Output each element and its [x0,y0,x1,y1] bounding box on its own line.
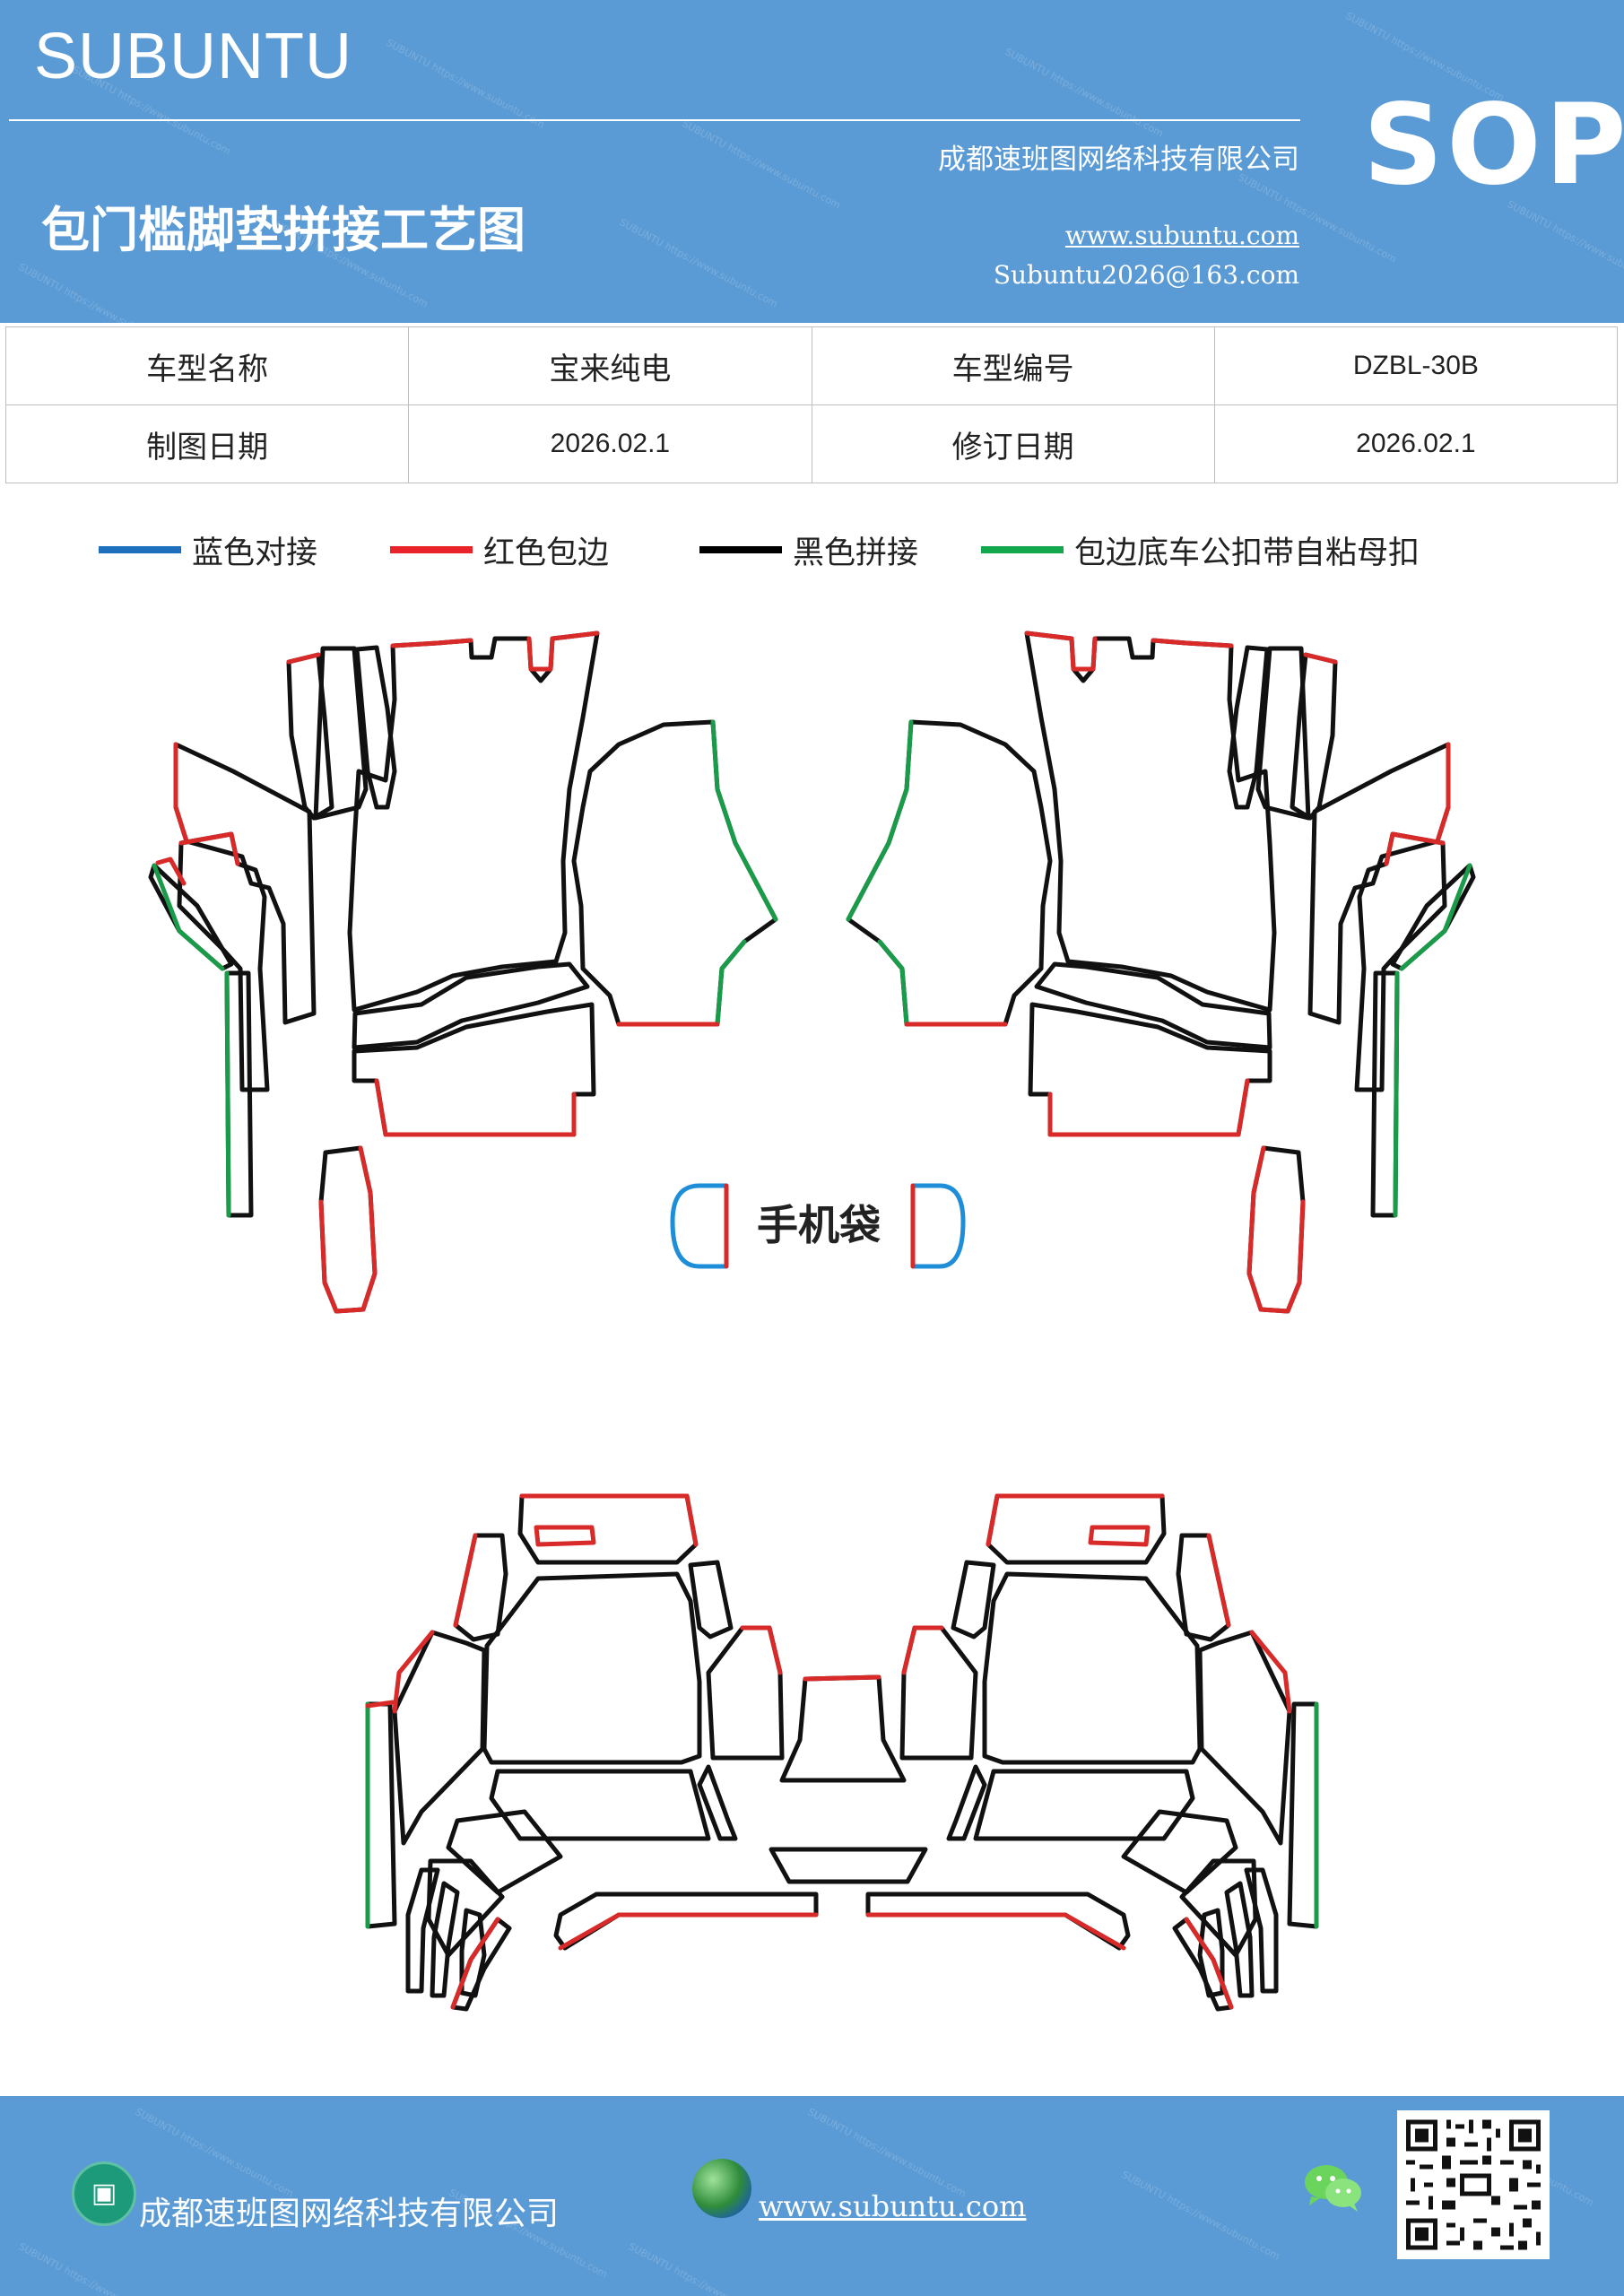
footer-company-name: 成都速班图网络科技有限公司 [139,2196,560,2232]
phone-pocket-label: 手机袋 [757,1201,881,1249]
brand-name: SUBUNTU [34,21,353,92]
table-row: 制图日期 2026.02.1 修订日期 2026.02.1 [4,404,1619,483]
floor-mat-diagram: 手机袋 [148,631,1476,2012]
legend-swatch-green [981,546,1064,553]
svg-text:SUBUNTU https://www.subuntu.co: SUBUNTU https://www.subuntu.com [1120,2169,1282,2262]
legend-label: 蓝色对接 [192,535,318,571]
drawing-date-value: 2026.02.1 [408,404,812,483]
revision-date-label: 修订日期 [811,404,1215,483]
company-icon: ▣ [72,2161,136,2226]
legend-item-red: 红色包边 [390,527,609,572]
qr-code [1397,2110,1550,2259]
footer-banner: SUBUNTU https://www.subuntu.com SUBUNTU … [0,2096,1624,2296]
legend-swatch-blue [99,546,181,553]
right-front-mat [846,631,1476,1314]
header-divider [9,119,1300,121]
model-name-value: 宝来纯电 [408,326,812,405]
line-legend: 蓝色对接 红色包边 黑色拼接 包边底车公扣带自粘母扣 [0,527,1624,572]
vehicle-info-table: 车型名称 宝来纯电 车型编号 DZBL-30B 制图日期 2026.02.1 修… [4,326,1619,483]
svg-text:SUBUNTU https://www.subuntu.co: SUBUNTU https://www.subuntu.com [806,2106,968,2199]
model-code-label: 车型编号 [811,326,1215,405]
legend-label: 红色包边 [483,535,610,571]
legend-swatch-red [390,546,473,553]
svg-text:SUBUNTU https://www.subuntu.co: SUBUNTU https://www.subuntu.com [134,2106,296,2199]
legend-label: 包边底车公扣带自粘母扣 [1074,535,1420,571]
legend-item-black: 黑色拼接 [699,527,918,572]
drawing-date-label: 制图日期 [4,404,410,483]
wechat-icon[interactable] [1302,2161,1365,2214]
rear-mat-left [365,1493,819,2012]
legend-swatch-black [699,546,782,553]
page-title: 包门槛脚垫拼接工艺图 [41,202,525,258]
phone-pocket-group [670,1183,966,1269]
header-email[interactable]: Subuntu2026@163.com [993,260,1299,290]
rear-mat [365,1493,1319,2012]
legend-item-blue: 蓝色对接 [99,527,317,572]
header-website-link[interactable]: www.subuntu.com [1064,221,1299,250]
left-front-mat [148,631,778,1314]
svg-text:SUBUNTU https://www.subuntu.co: SUBUNTU https://www.subuntu.com [17,2240,179,2296]
model-name-label: 车型名称 [4,326,410,405]
header-company-name: 成都速班图网络科技有限公司 [938,144,1299,176]
sop-badge: SOP [1363,81,1624,210]
legend-label: 黑色拼接 [793,535,919,571]
footer-website-link[interactable]: www.subuntu.com [759,2189,1027,2223]
table-row: 车型名称 宝来纯电 车型编号 DZBL-30B [4,326,1619,405]
legend-item-green: 包边底车公扣带自粘母扣 [981,527,1420,572]
revision-date-value: 2026.02.1 [1213,404,1619,483]
rear-mat-right [865,1493,1319,2012]
model-code-value: DZBL-30B [1213,326,1619,405]
svg-text:SUBUNTU https://www.subuntu.co: SUBUNTU https://www.subuntu.com [627,2240,789,2296]
globe-icon [692,2159,751,2218]
